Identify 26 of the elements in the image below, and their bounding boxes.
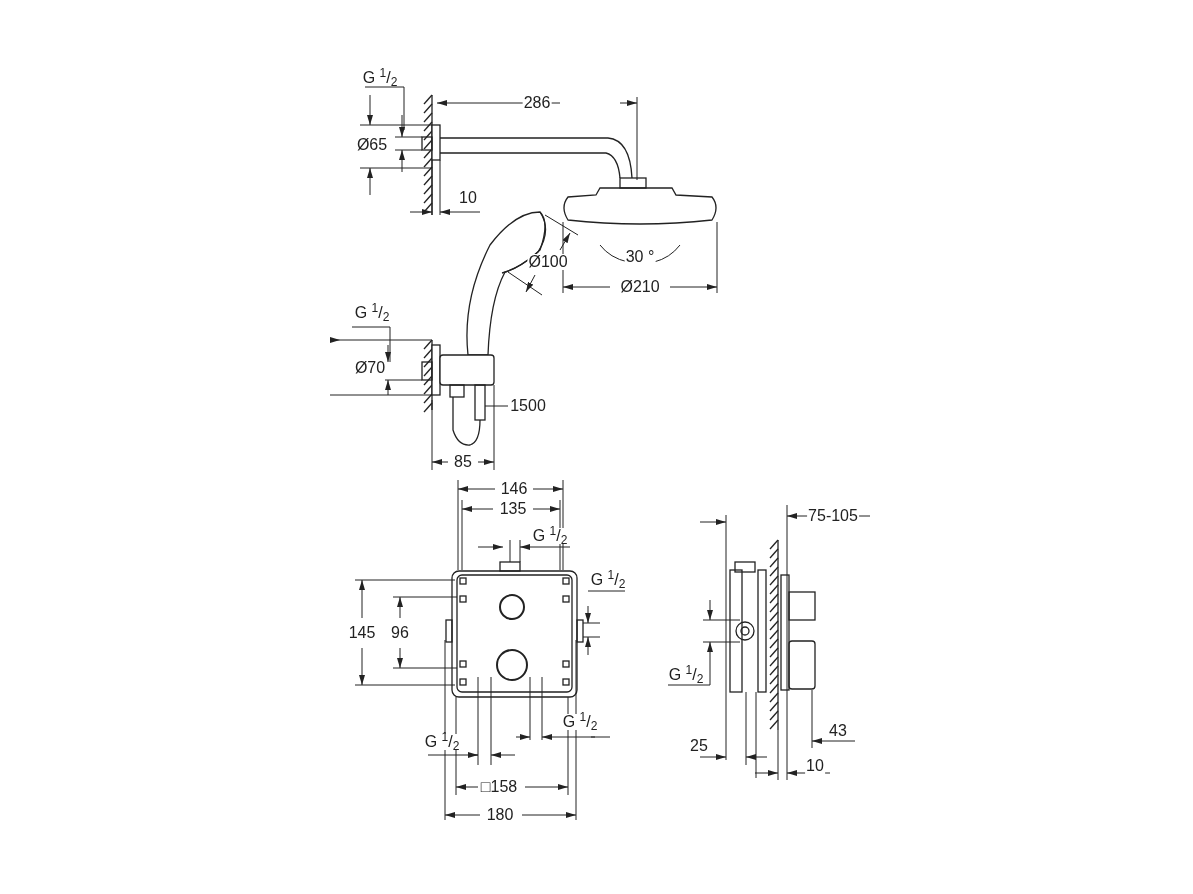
dimension-label: G $^{1}$/$_{2}$ (531, 528, 569, 544)
dimension-label: 10 (458, 190, 478, 206)
dimension-label: 135 (498, 501, 528, 517)
dimension-label: Ø210 (619, 279, 661, 295)
dimension-label: 10 (805, 758, 825, 774)
dimension-label: 30 ° (624, 249, 656, 265)
dimension-label: 286 (522, 95, 552, 111)
dimension-label: □158 (479, 779, 519, 795)
dimension-label: 180 (485, 807, 515, 823)
dimension-label: 85 (453, 454, 473, 470)
dimension-label: G $^{1}$/$_{2}$ (423, 734, 461, 750)
dimension-label: G $^{1}$/$_{2}$ (361, 70, 399, 86)
dimension-label: Ø65 (355, 137, 389, 153)
dimension-label: 146 (499, 481, 529, 497)
dimension-label: G $^{1}$/$_{2}$ (589, 572, 627, 588)
dimension-label: G $^{1}$/$_{2}$ (667, 667, 705, 683)
dimension-label: 145 (347, 625, 377, 641)
dimension-label: Ø70 (353, 360, 387, 376)
dimension-label: 25 (689, 738, 709, 754)
dimension-label: 1500 (509, 398, 547, 414)
dimension-label: Ø100 (527, 254, 569, 270)
dimension-label: G $^{1}$/$_{2}$ (561, 714, 599, 730)
dimension-label: 43 (828, 723, 848, 739)
dimension-label: 75-105 (807, 508, 859, 524)
dimension-label: 96 (390, 625, 410, 641)
dimension-label: G $^{1}$/$_{2}$ (353, 305, 391, 321)
